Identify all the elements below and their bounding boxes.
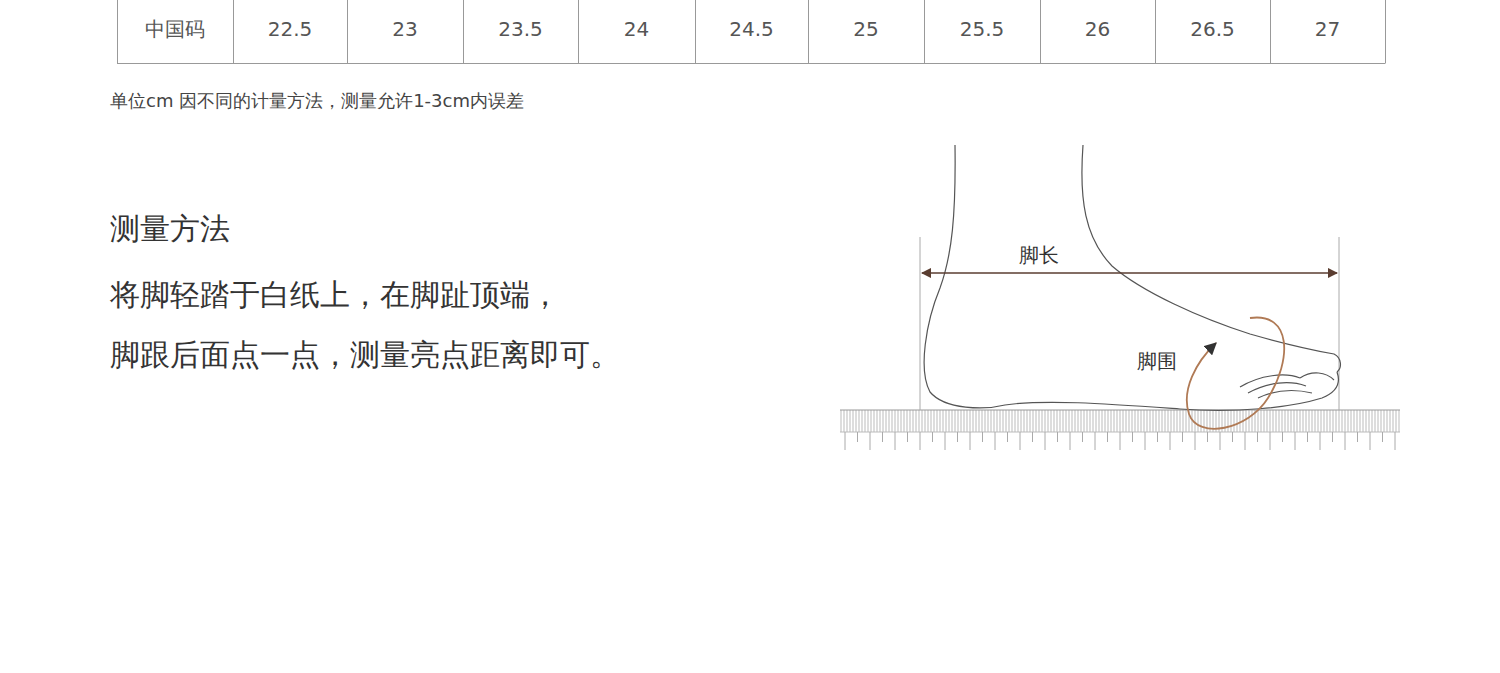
length-arrow	[922, 272, 1337, 274]
table-cell: 25	[853, 17, 878, 41]
part-label: 脚长	[1017, 243, 1061, 267]
guide-line	[920, 237, 921, 410]
table-cell: 22.5	[268, 17, 313, 41]
ruler	[840, 410, 1400, 450]
table-cell: 23.5	[498, 17, 543, 41]
table-cell: 26	[1085, 17, 1110, 41]
note: 单位cm 因不同的计量方法，测量允许1-3cm内误差	[110, 90, 524, 112]
instruction-line: 脚跟后面点一点，测量亮点距离即可。	[110, 337, 620, 373]
table-cell: 25.5	[960, 17, 1005, 41]
part-label: 脚围	[1135, 349, 1179, 373]
table-cell: 27	[1315, 17, 1340, 41]
section-heading: 测量方法	[110, 211, 230, 247]
table-cell: 26.5	[1190, 17, 1235, 41]
table-cell: 24	[624, 17, 649, 41]
girth-ring	[1187, 317, 1284, 428]
foot-outline	[924, 145, 1340, 410]
size-table	[117, 0, 1386, 64]
table-cell: 24.5	[729, 17, 774, 41]
table-cell: 23	[392, 17, 417, 41]
table-header: 中国码	[145, 17, 205, 41]
instruction-line: 将脚轻踏于白纸上，在脚趾顶端，	[110, 277, 560, 313]
guide-line	[1339, 237, 1340, 410]
